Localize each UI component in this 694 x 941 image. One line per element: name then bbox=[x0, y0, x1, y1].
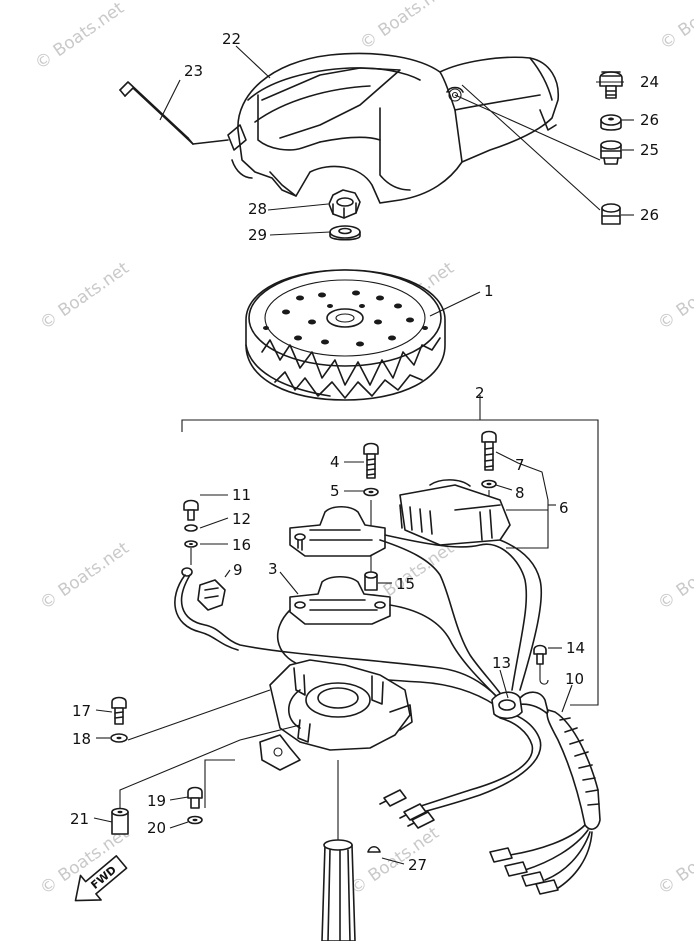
watermark: © Boats.net bbox=[36, 538, 133, 614]
callout-23[interactable]: 23 bbox=[184, 62, 203, 80]
callout-14[interactable]: 14 bbox=[566, 639, 585, 657]
callout-19[interactable]: 19 bbox=[147, 792, 166, 810]
hose[interactable] bbox=[119, 81, 229, 145]
crankshaft bbox=[321, 839, 356, 941]
callout-2[interactable]: 2 bbox=[475, 384, 485, 402]
callout-26-upper[interactable]: 26 bbox=[640, 111, 659, 129]
callout-18[interactable]: 18 bbox=[72, 730, 91, 748]
callout-29[interactable]: 29 bbox=[248, 226, 267, 244]
harness-sleeve[interactable] bbox=[546, 709, 601, 830]
callout-25[interactable]: 25 bbox=[640, 141, 659, 159]
callout-17[interactable]: 17 bbox=[72, 702, 91, 720]
watermark: © Boats.net bbox=[31, 0, 128, 74]
callout-labels: 1 2 3 4 5 6 7 8 9 10 11 12 13 14 15 16 1… bbox=[70, 30, 659, 874]
callout-12[interactable]: 12 bbox=[232, 510, 251, 528]
charge-coil-3[interactable] bbox=[289, 575, 391, 625]
washer-8[interactable] bbox=[481, 479, 497, 489]
pulser-coil-9[interactable] bbox=[197, 579, 226, 611]
screw-24[interactable] bbox=[599, 71, 623, 99]
fwd-arrow: FWD bbox=[74, 855, 128, 902]
callout-20[interactable]: 20 bbox=[147, 819, 166, 837]
collar-21[interactable] bbox=[111, 807, 129, 835]
grommet-25[interactable] bbox=[600, 140, 622, 165]
callout-21[interactable]: 21 bbox=[70, 810, 89, 828]
callout-6[interactable]: 6 bbox=[559, 499, 569, 517]
washer-16[interactable] bbox=[184, 540, 198, 548]
callout-24[interactable]: 24 bbox=[640, 73, 659, 91]
flywheel[interactable] bbox=[245, 269, 446, 401]
callout-27[interactable]: 27 bbox=[408, 856, 427, 874]
callout-9[interactable]: 9 bbox=[233, 561, 243, 579]
watermark: © Boats.net bbox=[654, 538, 694, 614]
connectors-right[interactable] bbox=[489, 824, 593, 895]
charge-coil-upper[interactable] bbox=[289, 505, 386, 557]
callout-15[interactable]: 15 bbox=[396, 575, 415, 593]
clamp-13[interactable] bbox=[491, 691, 549, 720]
screw-11[interactable] bbox=[183, 499, 199, 521]
bolt-19[interactable] bbox=[187, 786, 203, 809]
cdi-unit-6[interactable] bbox=[399, 479, 511, 546]
bolt-7[interactable] bbox=[481, 430, 497, 471]
callout-leaders bbox=[93, 45, 634, 865]
callout-16[interactable]: 16 bbox=[232, 536, 251, 554]
leader bbox=[204, 759, 235, 808]
callout-26-lower[interactable]: 26 bbox=[640, 206, 659, 224]
callout-11[interactable]: 11 bbox=[232, 486, 251, 504]
flywheel-holes bbox=[263, 290, 428, 347]
washer-18[interactable] bbox=[110, 733, 128, 743]
callout-13[interactable]: 13 bbox=[492, 654, 511, 672]
washer-5[interactable] bbox=[363, 487, 379, 497]
nut-28[interactable] bbox=[328, 189, 361, 219]
woodruff-key-27[interactable] bbox=[367, 845, 381, 853]
leader bbox=[119, 724, 301, 808]
callout-5[interactable]: 5 bbox=[330, 482, 340, 500]
watermark: © Boats.net bbox=[654, 258, 694, 334]
callout-1[interactable]: 1 bbox=[484, 282, 494, 300]
washer-12[interactable] bbox=[184, 524, 198, 532]
watermark: © Boats.net bbox=[654, 823, 694, 899]
group-bracket bbox=[181, 419, 599, 706]
leader bbox=[461, 84, 601, 211]
washer-29[interactable] bbox=[329, 225, 361, 241]
screw-14[interactable] bbox=[533, 644, 547, 665]
stator-base[interactable] bbox=[259, 659, 413, 771]
leader bbox=[127, 689, 271, 741]
bolt-17[interactable] bbox=[111, 696, 127, 725]
clip bbox=[181, 567, 193, 577]
washer-26-upper[interactable] bbox=[600, 114, 622, 131]
connectors-left[interactable] bbox=[379, 789, 435, 829]
washer-20[interactable] bbox=[187, 815, 203, 825]
callout-3[interactable]: 3 bbox=[268, 560, 278, 578]
collar-15[interactable] bbox=[364, 571, 378, 591]
callout-22[interactable]: 22 bbox=[222, 30, 241, 48]
callout-7[interactable]: 7 bbox=[515, 456, 525, 474]
leader bbox=[454, 94, 601, 161]
flywheel-cover[interactable] bbox=[227, 52, 559, 204]
callout-8[interactable]: 8 bbox=[515, 484, 525, 502]
callout-28[interactable]: 28 bbox=[248, 200, 267, 218]
collar-26-lower[interactable] bbox=[601, 203, 621, 225]
watermark: © Boats.net bbox=[356, 0, 453, 54]
bolt-4[interactable] bbox=[363, 442, 379, 479]
leader bbox=[539, 664, 549, 685]
watermark: © Boats.net bbox=[36, 258, 133, 334]
callout-10[interactable]: 10 bbox=[565, 670, 584, 688]
callout-4[interactable]: 4 bbox=[330, 453, 340, 471]
watermark: © Boats.net bbox=[656, 0, 694, 54]
